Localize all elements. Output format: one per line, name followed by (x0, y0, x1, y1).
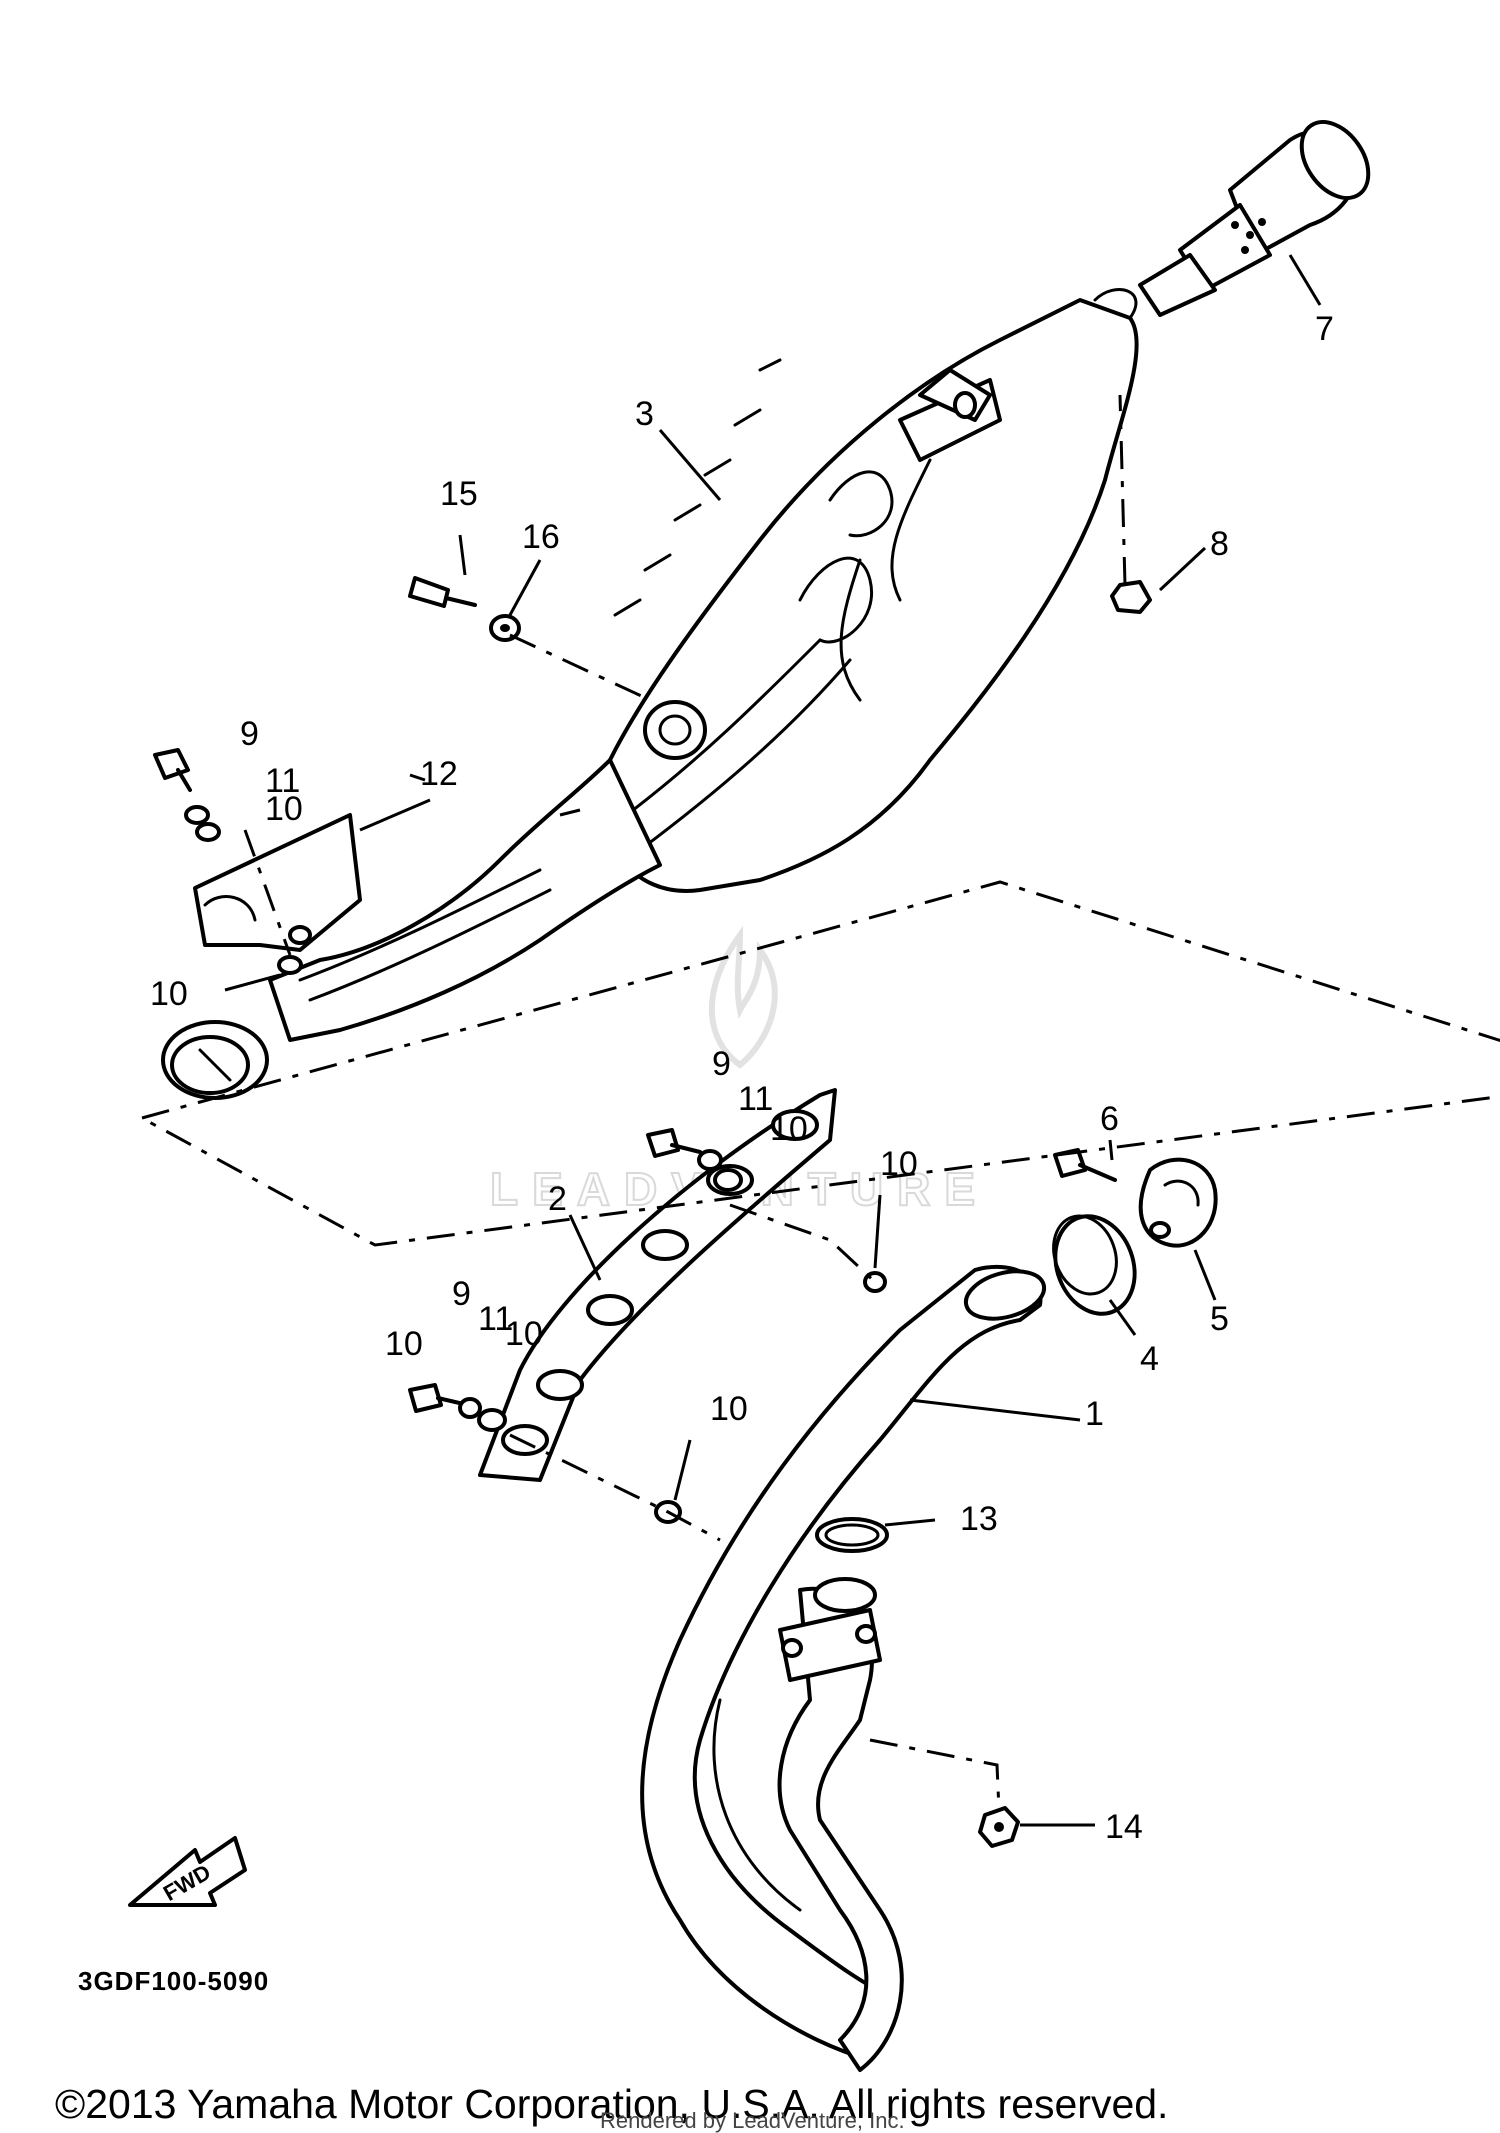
callout-6: 6 (1100, 1100, 1119, 1138)
callout-5: 5 (1210, 1300, 1229, 1338)
callout-10-lower: 10 (505, 1315, 543, 1353)
exhaust-pipe (640, 1264, 1047, 2072)
fasteners (153, 576, 1152, 1848)
callout-12: 12 (420, 755, 458, 793)
callout-1: 1 (1085, 1395, 1104, 1433)
callout-10-top: 10 (265, 790, 303, 828)
callout-16: 16 (522, 518, 560, 556)
callout-8: 8 (1210, 525, 1229, 563)
copyright-notice: ©2013 Yamaha Motor Corporation, U.S.A. A… (55, 2081, 1168, 2127)
callout-10-middle: 10 (770, 1110, 808, 1148)
heat-shield-front (193, 813, 362, 952)
callout-7: 7 (1315, 310, 1334, 348)
rendered-by-notice: Rendered by LeadVenture, Inc. (600, 2108, 905, 2133)
spark-arrester (1138, 120, 1371, 317)
callout-3: 3 (635, 395, 654, 433)
callout-15: 15 (440, 475, 478, 513)
callout-9-middle: 9 (712, 1045, 731, 1083)
leader-lines (224, 254, 1322, 1827)
forward-arrow-icon: FWD (128, 1836, 247, 1907)
callout-9-lower: 9 (452, 1275, 471, 1313)
muffler (161, 288, 1139, 1100)
assembly-lines (138, 394, 1500, 1811)
diagram-code: 3GDF100-5090 (78, 1966, 269, 1996)
protector (478, 1088, 837, 1482)
joint-and-clamp (1052, 1157, 1218, 1316)
gasket (815, 1517, 889, 1553)
callout-11-middle: 11 (738, 1080, 773, 1118)
callout-14: 14 (1105, 1808, 1143, 1846)
callout-11-lower: 11 (478, 1300, 513, 1338)
callout-10-bottom: 10 (710, 1390, 748, 1428)
callout-labels: 1 2 3 4 5 6 7 8 9 9 9 10 10 10 10 10 10 … (150, 310, 1334, 1846)
callout-10-right: 10 (880, 1145, 918, 1183)
callout-13: 13 (960, 1500, 998, 1538)
callout-2: 2 (548, 1180, 567, 1218)
callout-10-lower-left: 10 (385, 1325, 423, 1363)
callout-4: 4 (1140, 1340, 1159, 1378)
callout-11-top: 11 (265, 762, 300, 800)
callout-10-left: 10 (150, 975, 188, 1013)
callout-9-top: 9 (240, 715, 259, 753)
